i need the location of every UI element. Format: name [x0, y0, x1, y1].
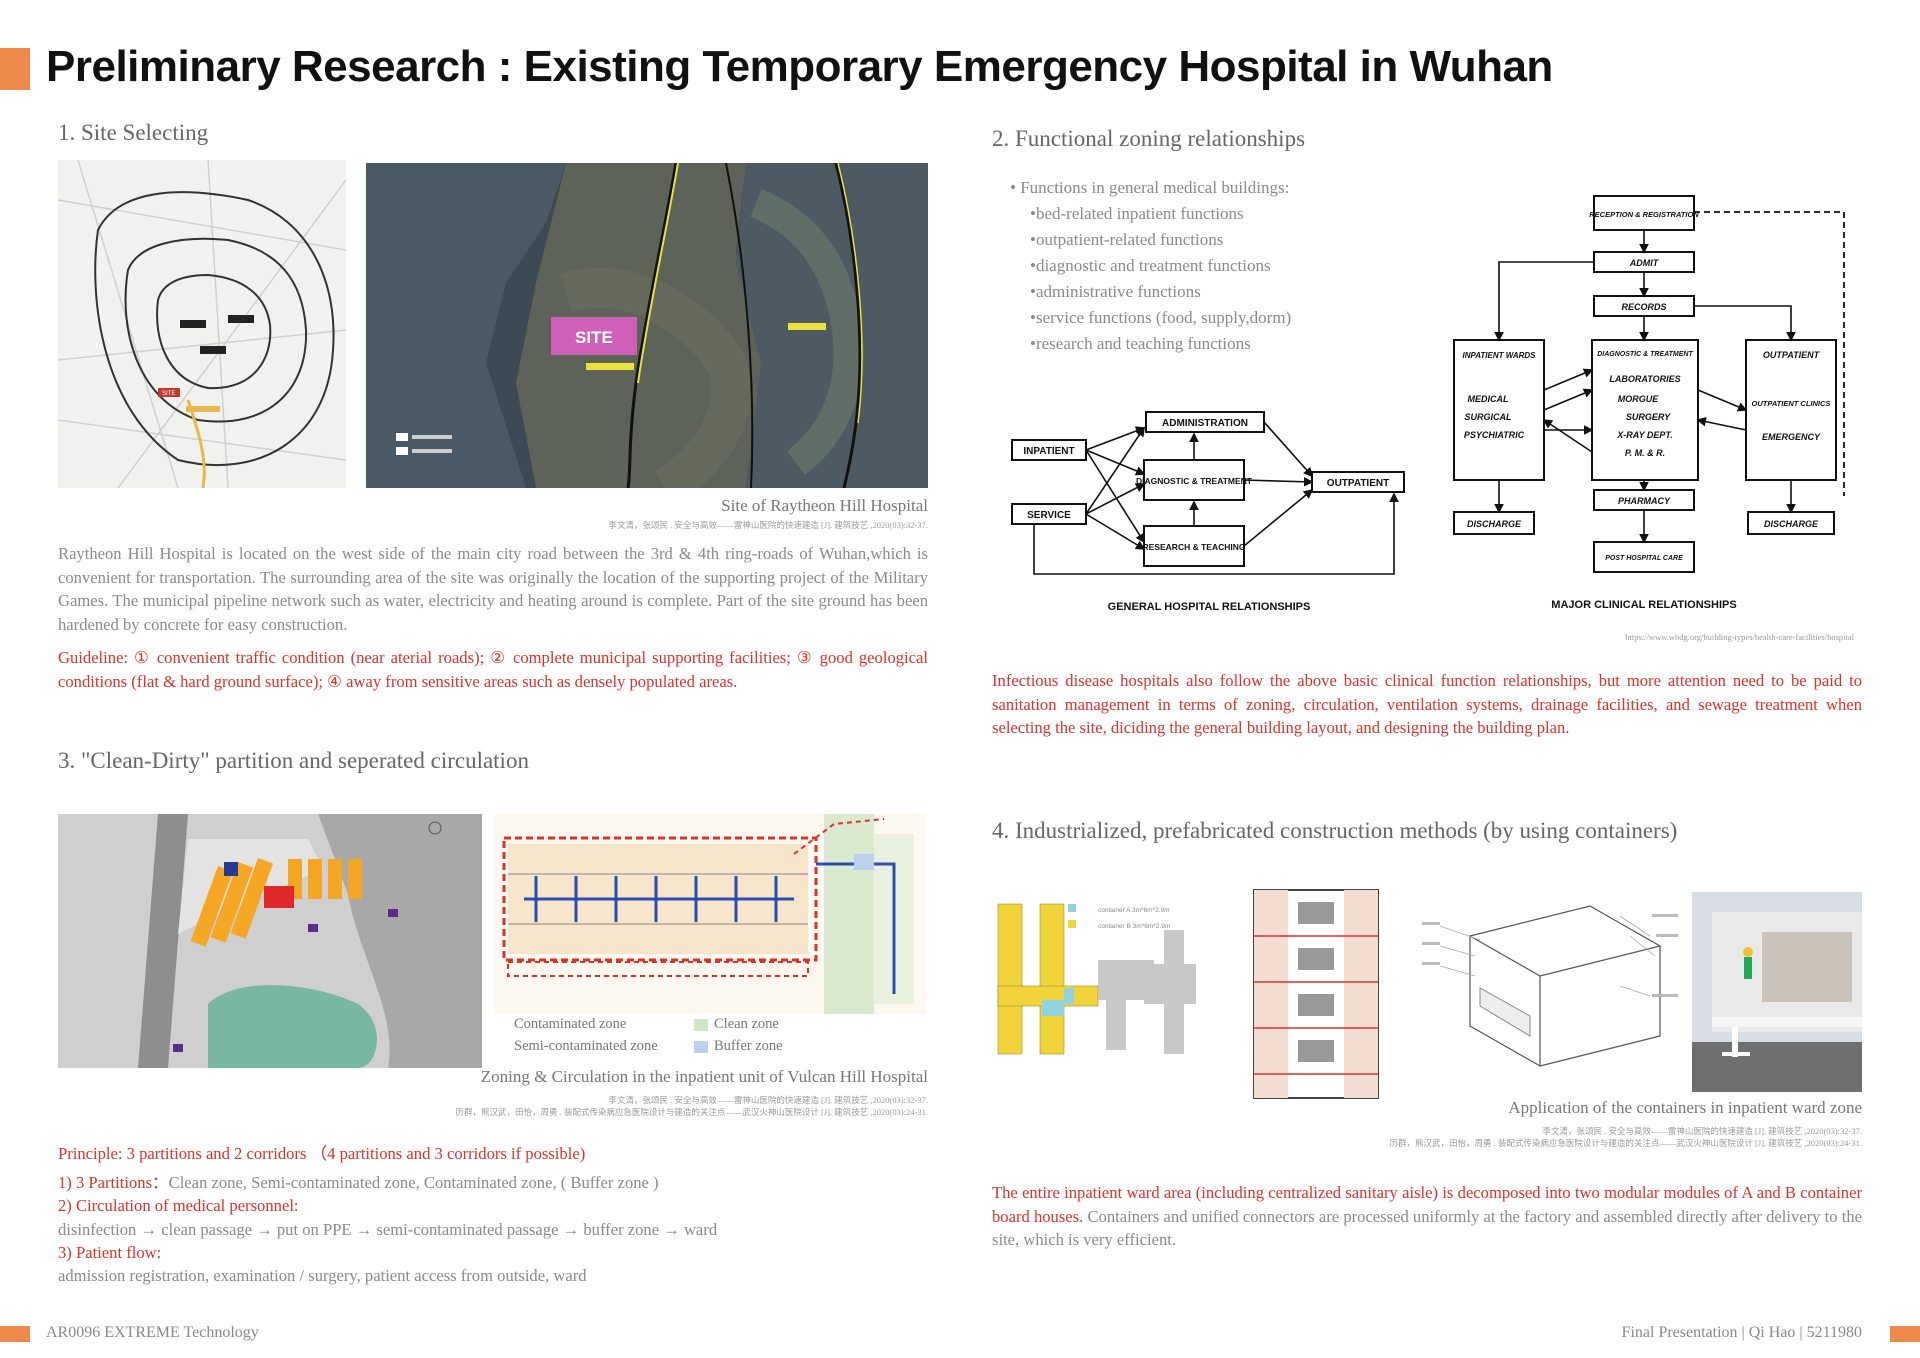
container-b-label: container B 3m*6m*2.9m	[1098, 923, 1170, 930]
box-research: RESEARCH & TEACHING	[1143, 542, 1246, 552]
section1-heading: 1. Site Selecting	[58, 120, 209, 145]
vulcan-hill-site-plan	[58, 814, 482, 1068]
legend-item-contaminated: Contaminated zone	[514, 1016, 627, 1032]
section4-note: The entire inpatient ward area (includin…	[992, 1181, 1862, 1252]
box-admit: ADMIT	[1629, 258, 1660, 268]
box-medical: MEDICAL	[1468, 394, 1509, 404]
footer-presenter: Final Presentation | Qi Hao | 5211980	[1621, 1324, 1862, 1341]
list-item: •diagnostic and treatment functions	[1030, 256, 1271, 275]
legend-item-semi-contaminated: Semi-contaminated zone	[514, 1038, 658, 1054]
section3-patient-flow-text: admission registration, examination / su…	[58, 1266, 587, 1285]
list-item: •administrative functions	[1030, 282, 1201, 301]
section2-note: Infectious disease hospitals also follow…	[992, 671, 1862, 737]
section3-circulation-label: 2) Circulation of medical personnel:	[58, 1196, 299, 1215]
section1-guideline: Guideline: ① convenient traffic conditio…	[58, 648, 928, 691]
box-emergency: EMERGENCY	[1762, 432, 1821, 442]
box-laboratories: LABORATORIES	[1609, 374, 1680, 384]
city-ring-road-map: SITE	[58, 160, 346, 488]
box-outpatient: OUTPATIENT	[1763, 350, 1821, 360]
list-item: •service functions (food, supply,dorm)	[1030, 308, 1292, 327]
section4-citation-2: 历群，熊汉武，田怡，周勇 . 装配式传染病应急医院设计与建造的关注点——武汉火神…	[1389, 1138, 1862, 1148]
section3-circulation-text: disinfection → clean passage → put on PP…	[58, 1220, 718, 1239]
box-outpatient: OUTPATIENT	[1327, 478, 1389, 489]
list-item: •bed-related inpatient functions	[1030, 204, 1244, 223]
box-post-care: POST HOSPITAL CARE	[1605, 555, 1683, 562]
partitions-text: Clean zone, Semi-contaminated zone, Cont…	[168, 1173, 659, 1192]
functions-list-title: • Functions in general medical buildings…	[1010, 178, 1290, 197]
footer-course: AR0096 EXTREME Technology	[46, 1324, 259, 1341]
section1-description: Raytheon Hill Hospital is located on the…	[58, 544, 928, 634]
list-item: •research and teaching functions	[1030, 334, 1251, 353]
box-psychiatric: PSYCHIATRIC	[1464, 430, 1525, 440]
page-title: Preliminary Research : Existing Temporar…	[46, 42, 1553, 91]
box-diagnostic: DIAGNOSTIC & TREATMENT	[1136, 476, 1253, 486]
box-xray: X-RAY DEPT.	[1616, 430, 1673, 440]
section4-heading: 4. Industrialized, prefabricated constru…	[992, 818, 1678, 843]
svg-text:SITE: SITE	[162, 391, 175, 397]
box-records: RECORDS	[1621, 302, 1666, 312]
box-surgery: SURGERY	[1626, 412, 1671, 422]
partitions-label: 1) 3 Partitions：	[58, 1173, 169, 1192]
section1-caption: Site of Raytheon Hill Hospital	[721, 496, 928, 515]
functions-list: • Functions in general medical buildings…	[1010, 178, 1291, 354]
inpatient-unit-plan	[494, 814, 926, 1014]
container-photo	[1692, 892, 1862, 1092]
section3-citation-2: 历群，熊汉武，田怡，周勇 . 装配式传染病应急医院设计与建造的关注点——武汉火神…	[455, 1107, 928, 1117]
header-accent-bar	[0, 48, 30, 90]
section4-note-red: The entire inpatient ward area (includin…	[992, 1183, 1862, 1226]
legend-swatch	[694, 1018, 708, 1031]
section3-caption: Zoning & Circulation in the inpatient un…	[480, 1067, 928, 1086]
box-surgical: SURGICAL	[1465, 412, 1512, 422]
general-hospital-relationships-diagram: ADMINISTRATION INPATIENT SERVICE DIAGNOS…	[1004, 404, 1414, 619]
legend-item-clean: Clean zone	[694, 1016, 779, 1033]
footer-accent-left	[0, 1326, 30, 1342]
satellite-site-image: SITE	[366, 163, 928, 488]
section4-note-gray: Containers and unified connectors are pr…	[992, 1206, 1862, 1250]
satellite-site-label: SITE	[575, 328, 613, 347]
box-outpatient-clinics: OUTPATIENT CLINICS	[1752, 399, 1831, 408]
list-item: •outpatient-related functions	[1030, 230, 1224, 249]
box-inpatient: INPATIENT	[1023, 446, 1074, 457]
section3-principle: Principle: 3 partitions and 2 corridors …	[58, 1144, 586, 1163]
ward-unit-plan	[1244, 880, 1388, 1108]
section4-citation-1: 李文清，张颂民 . 安全与高效——雷神山医院的快速建造 [J]. 建筑技艺 ,2…	[1542, 1126, 1862, 1136]
box-discharge-left: DISCHARGE	[1467, 519, 1522, 529]
container-axonometric-diagram	[1420, 896, 1682, 1088]
box-pharmacy: PHARMACY	[1618, 496, 1671, 506]
section3-patient-flow-label: 3) Patient flow:	[58, 1243, 162, 1262]
box-diag-treat: DIAGNOSTIC & TREATMENT	[1597, 351, 1693, 358]
box-service: SERVICE	[1027, 510, 1071, 521]
container-a-label: container A 3m*6m*2.9m	[1098, 907, 1170, 914]
box-inpatient-wards: INPATIENT WARDS	[1462, 351, 1536, 360]
legend-swatch	[694, 1040, 708, 1053]
section2-heading: 2. Functional zoning relationships	[992, 126, 1306, 151]
general-diagram-caption: GENERAL HOSPITAL RELATIONSHIPS	[1108, 601, 1311, 613]
box-administration: ADMINISTRATION	[1162, 418, 1248, 429]
zone-legend: Contaminated zone Clean zone Semi-contam…	[514, 1016, 814, 1060]
container-layout-plan: container A 3m*6m*2.9m container B 3m*6m…	[994, 890, 1212, 1058]
section3-heading: 3. "Clean-Dirty" partition and seperated…	[58, 748, 529, 773]
section3-citation-1: 李文清，张颂民 . 安全与高效——雷神山医院的快速建造 [J]. 建筑技艺 ,2…	[608, 1095, 928, 1105]
section2-source-url: https://www.wbdg.org/building-types/heal…	[1625, 632, 1854, 642]
clinical-diagram-caption: MAJOR CLINICAL RELATIONSHIPS	[1551, 599, 1736, 611]
section3-partitions: 1) 3 Partitions：Clean zone, Semi-contami…	[58, 1171, 659, 1195]
section4-caption: Application of the containers in inpatie…	[1508, 1098, 1862, 1117]
section1-citation: 李文清，张颂民 . 安全与高效——雷神山医院的快速建造 [J]. 建筑技艺 ,2…	[608, 520, 928, 530]
box-pmr: P. M. & R.	[1625, 448, 1665, 458]
box-discharge-right: DISCHARGE	[1764, 519, 1819, 529]
legend-item-buffer: Buffer zone	[694, 1038, 783, 1055]
footer-accent-right	[1890, 1326, 1920, 1342]
box-reception: RECEPTION & REGISTRATION	[1589, 210, 1699, 219]
box-morgue: MORGUE	[1618, 394, 1659, 404]
major-clinical-relationships-diagram: RECEPTION & REGISTRATION ADMIT RECORDS I…	[1448, 190, 1854, 618]
